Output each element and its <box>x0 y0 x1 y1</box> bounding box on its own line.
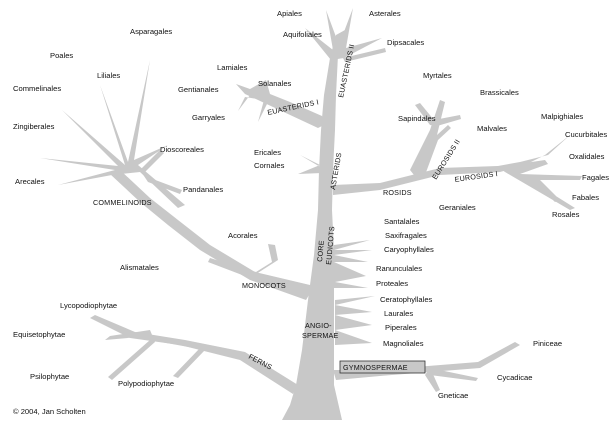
label-santalales: Santalales <box>384 217 420 226</box>
rosids-branch <box>333 135 570 195</box>
label-liliales: Liliales <box>97 71 120 80</box>
label-ranunculales: Ranunculales <box>376 264 422 273</box>
monocots-tips <box>208 244 278 278</box>
ferns-tips <box>105 330 205 380</box>
label-proteales: Proteales <box>376 279 408 288</box>
label-oxalidales: Oxalidales <box>569 152 605 161</box>
label-fagales: Fagales <box>582 173 609 182</box>
label-gneticae: Gneticae <box>438 391 468 400</box>
label-fabales: Fabales <box>572 193 599 202</box>
label-poales: Poales <box>50 51 73 60</box>
label-commelinales: Commelinales <box>13 84 61 93</box>
label-polypodiophytae: Polypodiophytae <box>118 379 174 388</box>
asterids-ii-fan <box>305 8 382 60</box>
label-psilophytae: Psilophytae <box>30 372 69 381</box>
label-asparagales: Asparagales <box>130 27 172 36</box>
label-gentianales: Gentianales <box>178 85 219 94</box>
commelinoids-upper <box>140 150 182 194</box>
label-myrtales: Myrtales <box>423 71 452 80</box>
label-dioscoreales: Dioscoreales <box>160 145 204 154</box>
group-commelinoids: COMMELINOIDS <box>93 198 152 207</box>
label-piniceae: Piniceae <box>533 339 562 348</box>
eurosids-ii-tips <box>415 103 461 126</box>
trunk <box>282 30 345 420</box>
label-laurales: Laurales <box>384 309 413 318</box>
label-aquifoliales: Aquifoliales <box>283 30 322 39</box>
label-ceratophyllales: Ceratophyllales <box>380 295 433 304</box>
euasterids-i-tips <box>238 95 268 122</box>
label-lamiales: Lamiales <box>217 63 248 72</box>
label-dipsacales: Dipsacales <box>387 38 424 47</box>
label-cornales: Cornales <box>254 161 285 170</box>
eurosids-ii <box>410 100 451 180</box>
commelinoids-fan <box>40 60 185 208</box>
asterids-ii-tips <box>343 48 386 62</box>
gymnospermae-box <box>339 360 426 374</box>
group-spermae: SPERMAE <box>302 331 339 340</box>
basal-angiosperm-tips <box>335 296 375 345</box>
rosids-tips <box>498 160 582 210</box>
label-zingiberales: Zingiberales <box>13 122 55 131</box>
tree-shape <box>40 8 582 420</box>
group-eudicots: EUDICOTS <box>324 226 336 265</box>
group-rosids: ROSIDS <box>383 188 412 197</box>
label-acorales: Acorales <box>228 231 258 240</box>
label-sapindales: Sapindales <box>398 114 436 123</box>
label-rosales: Rosales <box>552 210 580 219</box>
label-malpighiales: Malpighiales <box>541 112 583 121</box>
ericales-cornales <box>298 155 322 174</box>
label-garryales: Garryales <box>192 113 225 122</box>
euasterids-i-branch <box>236 80 326 128</box>
label-solanales: Solanales <box>258 79 292 88</box>
label-malvales: Malvales <box>477 124 507 133</box>
label-pandanales: Pandanales <box>183 185 223 194</box>
group-gymnospermae: GYMNOSPERMAE <box>343 363 408 372</box>
gymnosperms-tips <box>425 368 478 392</box>
label-alismatales: Alismatales <box>120 263 159 272</box>
label-lycopodiophytae: Lycopodiophytae <box>60 301 117 310</box>
label-piperales: Piperales <box>385 323 417 332</box>
label-caryophyllales: Caryophyllales <box>384 245 434 254</box>
order-labels: Apiales Asterales Aquifoliales Dipsacale… <box>13 9 609 400</box>
label-brassicales: Brassicales <box>480 88 519 97</box>
group-monocots: MONOCOTS <box>242 281 286 290</box>
monocots-branch <box>110 170 312 300</box>
label-equisetophytae: Equisetophytae <box>13 330 65 339</box>
group-core: CORE <box>315 240 326 262</box>
label-arecales: Arecales <box>15 177 45 186</box>
copyright-notice: © 2004, Jan Scholten <box>13 407 86 416</box>
label-cycadicae: Cycadicae <box>497 373 532 382</box>
label-saxifragales: Saxifragales <box>385 231 427 240</box>
label-asterales: Asterales <box>369 9 401 18</box>
lower-eudicot-tips <box>334 240 372 288</box>
group-angio: ANGIO- <box>305 321 332 330</box>
label-ericales: Ericales <box>254 148 281 157</box>
label-magnoliales: Magnoliales <box>383 339 424 348</box>
label-apiales: Apiales <box>277 9 302 18</box>
label-cucurbitales: Cucurbitales <box>565 130 607 139</box>
label-geraniales: Geraniales <box>439 203 476 212</box>
